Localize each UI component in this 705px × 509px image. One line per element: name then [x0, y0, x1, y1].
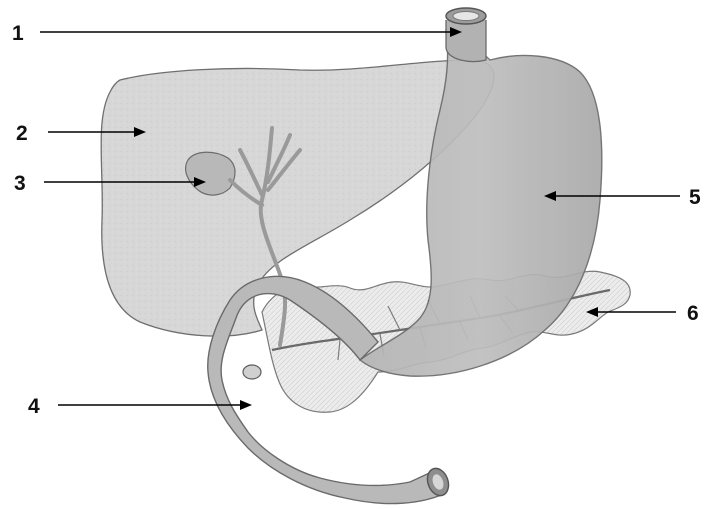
arrowhead-4 — [240, 400, 252, 410]
label-1: 1 — [12, 22, 24, 45]
esophagus — [446, 20, 486, 62]
label-6: 6 — [687, 302, 699, 325]
label-2: 2 — [16, 122, 28, 145]
label-4: 4 — [28, 395, 40, 418]
label-3: 3 — [14, 172, 26, 195]
label-5: 5 — [689, 186, 701, 209]
